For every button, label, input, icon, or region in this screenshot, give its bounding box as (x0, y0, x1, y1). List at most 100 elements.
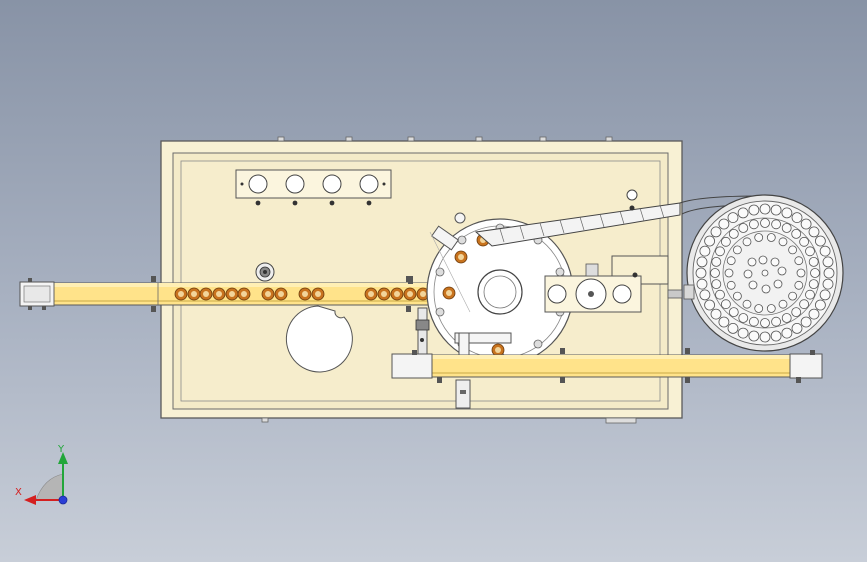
hopper-cell (808, 256, 819, 267)
hopper-cell (721, 299, 731, 310)
rotary-hopper[interactable] (679, 194, 844, 352)
hopper-cell (771, 219, 781, 230)
hopper-cell (791, 228, 802, 239)
hopper-cell (815, 299, 826, 311)
hopper-cell (800, 218, 812, 230)
hopper-cell (808, 279, 819, 290)
gauge-4 (359, 174, 379, 194)
z-axis-dot (58, 495, 68, 505)
hopper-cell (718, 218, 730, 230)
hopper-cell (778, 237, 788, 247)
hopper-cell (710, 308, 722, 320)
hopper-cell (748, 204, 760, 216)
hopper-cell (781, 223, 792, 233)
hopper-cell (794, 280, 804, 290)
hopper-cell (733, 245, 742, 255)
hopper-cell (728, 307, 739, 318)
x-axis-label: X (15, 487, 22, 498)
hopper-cell (771, 316, 781, 327)
hopper-cell (788, 291, 797, 301)
hopper-cell (749, 219, 759, 230)
hopper-cell (781, 313, 792, 323)
hopper-cell (760, 218, 770, 228)
y-axis-label: Y (57, 444, 65, 455)
hopper-cell (696, 256, 708, 268)
hopper-cell (819, 289, 831, 301)
gauge-1 (248, 174, 268, 194)
gauge-panel (235, 169, 392, 206)
hopper-cell (721, 236, 731, 247)
hopper-cell (808, 226, 820, 238)
hopper-cell (696, 278, 708, 290)
hopper-cell (715, 289, 725, 300)
hopper-cell (770, 204, 782, 216)
hopper-cell (778, 299, 788, 309)
gauge-2 (285, 174, 305, 194)
hopper-cell (715, 246, 725, 257)
hopper-cell (724, 268, 734, 278)
hopper-cell (800, 316, 812, 328)
hopper-cell (781, 327, 793, 339)
hopper-cell (799, 236, 809, 247)
hopper-cell (711, 256, 722, 267)
hopper-cell (699, 245, 711, 257)
hopper-cell (695, 267, 707, 279)
hopper-cell (791, 212, 803, 224)
drive-gearbox[interactable] (544, 255, 683, 313)
guide-roller (255, 262, 275, 282)
hopper-cell (788, 245, 797, 255)
pusher-cylinder (415, 307, 430, 357)
hopper-cell (822, 278, 834, 290)
hopper-cell (799, 299, 809, 310)
hopper-cell (742, 237, 752, 247)
hopper-cell (733, 291, 742, 301)
hopper-cell (815, 235, 826, 247)
hopper-cell (748, 330, 760, 342)
cam-disc (285, 276, 413, 373)
outfeed-conveyor[interactable] (391, 348, 823, 409)
hopper-cell (727, 212, 739, 224)
hopper-cell (791, 322, 803, 334)
hopper-cell (738, 313, 749, 323)
hopper-cell (727, 322, 739, 334)
hopper-cell (710, 226, 722, 238)
hopper-cell (810, 268, 820, 278)
hopper-cell (754, 304, 764, 313)
hopper-cell (805, 289, 815, 300)
coordinate-triad: Y X (15, 444, 68, 505)
hopper-cell (822, 256, 834, 268)
hopper-cell (749, 316, 759, 327)
hopper-cell (737, 327, 749, 339)
hopper-cell (766, 304, 776, 313)
hopper-cell (726, 256, 736, 266)
hopper-cell (796, 268, 806, 278)
transfer-chain (474, 189, 681, 247)
hopper-cell (794, 256, 804, 266)
hopper-cell (819, 245, 831, 257)
hopper-cell (737, 207, 749, 219)
hopper-cell (791, 307, 802, 318)
hopper-cell (760, 318, 770, 328)
hopper-cell (805, 246, 815, 257)
hopper-cell (728, 228, 739, 239)
infeed-bottles (174, 287, 443, 301)
hopper-cell (742, 299, 752, 309)
hopper-cell (770, 330, 782, 342)
hopper-cell (704, 235, 715, 247)
hopper-cell (823, 267, 835, 279)
hopper-cell (699, 289, 711, 301)
hopper-cell (781, 207, 793, 219)
hopper-cell (754, 233, 764, 242)
hopper-cell (766, 233, 776, 242)
hopper-cell (726, 280, 736, 290)
hopper-cell (710, 268, 720, 278)
hopper-cell (738, 223, 749, 233)
hopper-cell (704, 299, 715, 311)
hopper-cell (759, 331, 771, 343)
gauge-3 (322, 174, 342, 194)
hopper-cell (718, 316, 730, 328)
hopper-cell (759, 203, 771, 215)
hopper-cell (711, 279, 722, 290)
hopper-cell (808, 308, 820, 320)
